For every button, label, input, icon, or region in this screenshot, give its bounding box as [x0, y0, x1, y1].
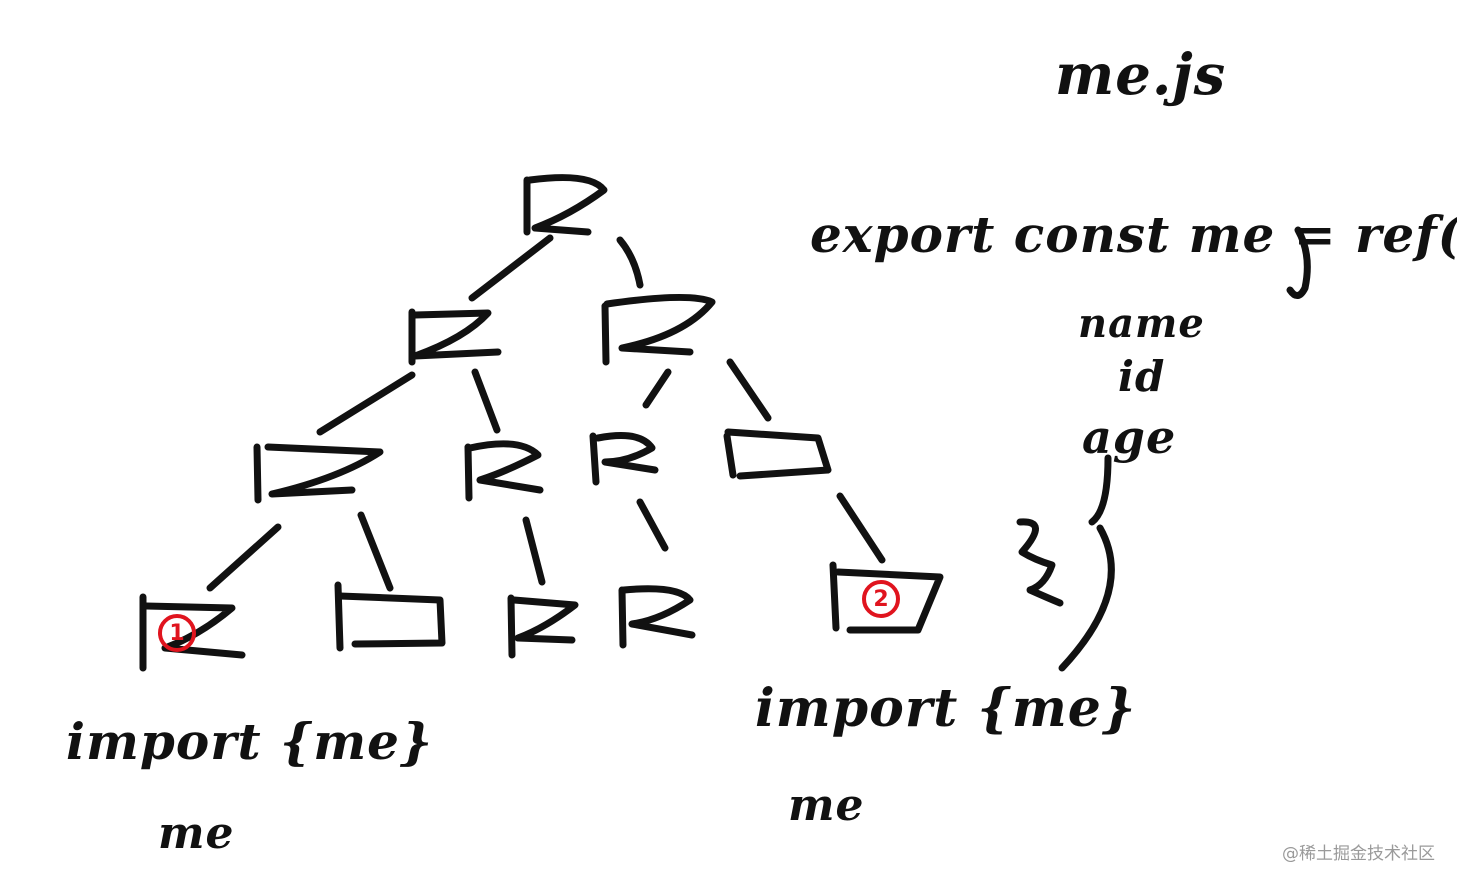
tree-node-leaf-5: [829, 561, 944, 634]
code-closing-brackets: [1016, 226, 1311, 672]
tree-node-l3-d: [723, 428, 832, 480]
tree-edges: [206, 234, 886, 592]
field-age: age: [1082, 410, 1177, 464]
import-statement-right: import {me}: [755, 678, 1137, 739]
tree-node-leaf-4: [618, 585, 696, 649]
tree-node-leaf-2: [334, 581, 446, 652]
watermark: @稀土掘金技术社区: [1282, 844, 1435, 864]
usage-left: me: [158, 808, 235, 859]
tree-node-l2-right: [601, 293, 716, 366]
usage-right: me: [788, 780, 865, 831]
field-id: id: [1118, 352, 1166, 401]
tree-node-l2-left: [408, 308, 502, 366]
export-statement: export const me = ref({: [810, 205, 1457, 264]
tree-node-l3-a: [253, 443, 384, 504]
badge-1: 1: [158, 614, 196, 652]
tree-node-root: [523, 174, 608, 236]
badge-2: 2: [862, 580, 900, 618]
field-name: name: [1078, 300, 1205, 347]
tree-node-leaf-3: [507, 594, 579, 659]
import-statement-left: import {me}: [66, 712, 434, 771]
tree-node-l3-c: [589, 432, 659, 486]
file-name-label: me.js: [1055, 42, 1227, 108]
tree-node-l3-b: [464, 440, 544, 502]
